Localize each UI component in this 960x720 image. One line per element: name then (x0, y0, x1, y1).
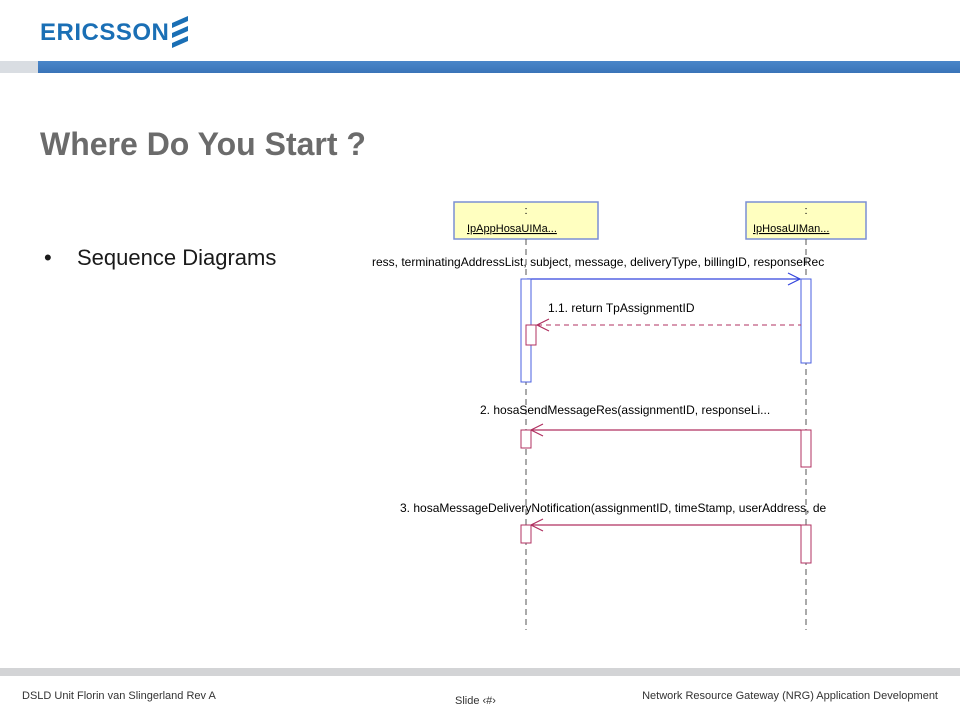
message-3-label: 3. hosaMessageDeliveryNotification(assig… (400, 501, 827, 515)
lifeline-2-box (745, 201, 867, 240)
activation-2-left-red (520, 429, 532, 449)
message-2: 2. hosaSendMessageRes(assignmentID, resp… (480, 403, 812, 468)
message-1: ress, terminatingAddressList, subject, m… (372, 255, 824, 286)
lifeline-2-name: IpHosaUIMan... (753, 223, 829, 235)
message-1-1-arrowhead (535, 318, 550, 332)
footer-left-text: DSLD Unit Florin van Slingerland Rev A (22, 690, 216, 702)
header-band (0, 61, 960, 73)
bullet-text: Sequence Diagrams (77, 245, 277, 270)
slide-title: Where Do You Start ? (40, 126, 366, 162)
message-1-arrowhead (787, 272, 802, 286)
message-1-1-label: 1.1. return TpAssignmentID (548, 301, 695, 315)
ericsson-logo-text: ERICSSON (40, 19, 170, 46)
ericsson-logo-icon (172, 16, 188, 48)
lifeline-1-box (453, 201, 599, 240)
message-3: 3. hosaMessageDeliveryNotification(assig… (400, 501, 827, 564)
footer-right-text: Network Resource Gateway (NRG) Applicati… (642, 690, 938, 702)
bullet-item: • Sequence Diagrams (44, 245, 276, 271)
activation-3-right-red (800, 524, 812, 564)
slide-number: Slide ‹#› (455, 695, 496, 707)
message-2-label: 2. hosaSendMessageRes(assignmentID, resp… (480, 403, 770, 417)
lifeline-1-colon: : (524, 205, 527, 217)
lifeline-1-name: IpAppHosaUIMa... (467, 223, 557, 235)
bullet-marker: • (44, 245, 52, 270)
activation-2-right-red (800, 429, 812, 468)
lifeline-2-colon: : (804, 205, 807, 217)
footer-rule (0, 668, 960, 676)
activation-3-left-red (520, 524, 532, 544)
message-1-label: ress, terminatingAddressList, subject, m… (372, 255, 824, 269)
lifeline-2: : IpHosaUIMan... (745, 201, 867, 630)
activation-1-1-red (525, 324, 537, 346)
activation-2-blue (800, 278, 812, 364)
message-1-1: 1.1. return TpAssignmentID (525, 301, 801, 346)
lifeline-1: : IpAppHosaUIMa... (453, 201, 599, 630)
header-band-left (0, 61, 38, 73)
